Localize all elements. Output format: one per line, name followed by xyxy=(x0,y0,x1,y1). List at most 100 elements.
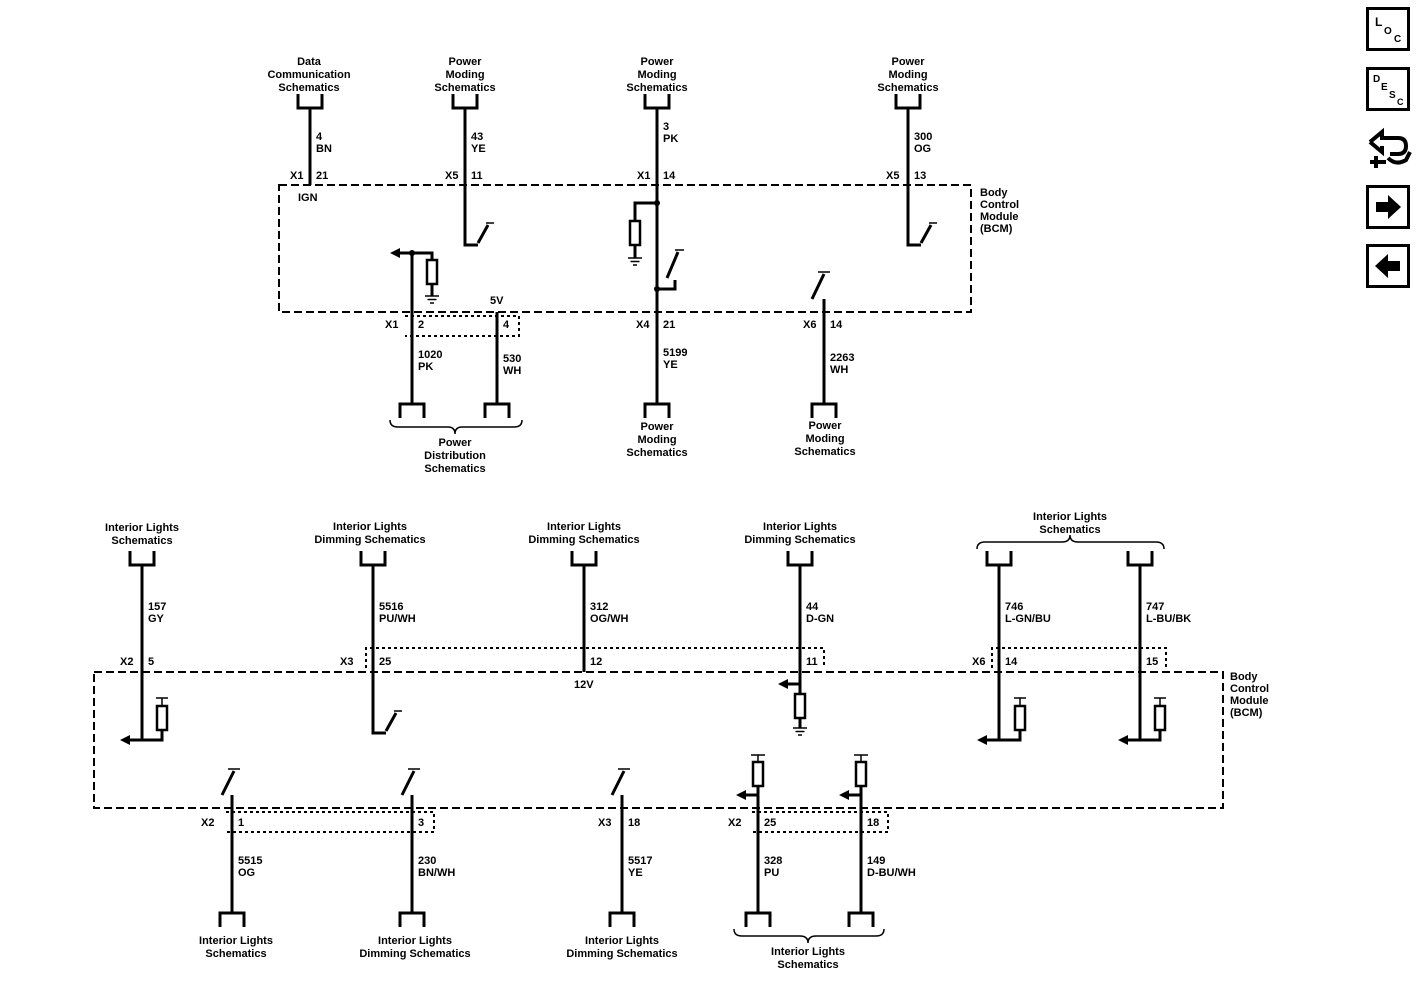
svg-text:S: S xyxy=(1389,90,1396,101)
svg-text:12V: 12V xyxy=(574,679,594,691)
svg-text:X5: X5 xyxy=(445,170,458,182)
bottom-in-dest-2: Interior Lights Dimming Schematics xyxy=(314,521,425,546)
svg-text:X6: X6 xyxy=(803,319,816,331)
svg-text:Power: Power xyxy=(808,420,842,432)
svg-text:(BCM): (BCM) xyxy=(980,223,1013,235)
svg-text:12: 12 xyxy=(590,656,602,668)
bottom-out-wire-4: X2 25 328 PU xyxy=(728,754,782,929)
svg-text:746: 746 xyxy=(1005,601,1023,613)
svg-text:18: 18 xyxy=(628,817,640,829)
svg-text:X4: X4 xyxy=(636,319,650,331)
svg-text:Power: Power xyxy=(448,56,482,68)
svg-text:5516: 5516 xyxy=(379,601,403,613)
svg-text:Schematics: Schematics xyxy=(111,535,172,547)
svg-text:X2: X2 xyxy=(728,817,741,829)
svg-text:X6: X6 xyxy=(972,656,985,668)
connector-route-icon xyxy=(1368,127,1412,168)
svg-text:13: 13 xyxy=(914,170,926,182)
svg-text:L: L xyxy=(1375,15,1382,29)
svg-text:Schematics: Schematics xyxy=(794,446,855,458)
svg-text:OG: OG xyxy=(238,867,255,879)
bottom-in-wire-6: 747 L-BU/BK 15 xyxy=(1118,549,1191,745)
bottom-in-dest-4: Interior Lights Dimming Schematics xyxy=(744,521,855,546)
svg-text:Dimming Schematics: Dimming Schematics xyxy=(744,534,855,546)
bottom-in-dest-1: Interior Lights Schematics xyxy=(105,522,179,547)
svg-text:Interior Lights: Interior Lights xyxy=(771,946,845,958)
svg-text:X3: X3 xyxy=(598,817,611,829)
svg-text:312: 312 xyxy=(590,601,608,613)
top-out-wire-4: X6 14 2263 WH xyxy=(803,271,854,420)
svg-text:Communication: Communication xyxy=(267,69,350,81)
svg-text:L-GN/BU: L-GN/BU xyxy=(1005,613,1051,625)
svg-text:15: 15 xyxy=(1146,656,1158,668)
svg-text:D: D xyxy=(1373,74,1380,85)
svg-text:Interior Lights: Interior Lights xyxy=(585,935,659,947)
top-out-dest-3: Power Moding Schematics xyxy=(794,420,855,458)
bottom-section: Body Control Module (BCM) Interior Light… xyxy=(93,511,1269,971)
svg-text:Interior Lights: Interior Lights xyxy=(199,935,273,947)
bottom-out-wire-5: 18 149 D-BU/WH xyxy=(839,754,916,929)
svg-text:Interior Lights: Interior Lights xyxy=(378,935,452,947)
svg-text:Power: Power xyxy=(640,56,674,68)
svg-text:C: C xyxy=(1397,97,1404,107)
svg-text:Schematics: Schematics xyxy=(424,463,485,475)
svg-text:4: 4 xyxy=(503,319,510,331)
svg-text:530: 530 xyxy=(503,353,521,365)
top-out-wire-3: X4 21 5199 YE xyxy=(636,289,687,420)
svg-text:Body: Body xyxy=(1230,671,1258,683)
arrow-left-icon xyxy=(1375,254,1400,278)
svg-text:BN/WH: BN/WH xyxy=(418,867,455,879)
bottom-in-dest-3: Interior Lights Dimming Schematics xyxy=(528,521,639,546)
svg-text:Data: Data xyxy=(297,56,322,68)
bottom-in-wire-1: 157 GY X2 5 xyxy=(120,549,169,745)
bottom-in-wire-4: 44 D-GN 11 xyxy=(778,549,834,736)
svg-text:Schematics: Schematics xyxy=(278,82,339,94)
arrow-right-icon xyxy=(1376,195,1401,219)
svg-text:2: 2 xyxy=(418,319,424,331)
svg-text:5V: 5V xyxy=(490,295,504,307)
svg-text:43: 43 xyxy=(471,131,483,143)
svg-text:Schematics: Schematics xyxy=(777,959,838,971)
svg-text:25: 25 xyxy=(764,817,776,829)
top-in-wire-3: Power Moding Schematics 3 PK X1 14 xyxy=(626,56,688,292)
svg-text:GY: GY xyxy=(148,613,165,625)
svg-text:14: 14 xyxy=(663,170,676,182)
svg-text:PU/WH: PU/WH xyxy=(379,613,416,625)
svg-text:14: 14 xyxy=(1005,656,1018,668)
svg-text:Moding: Moding xyxy=(805,433,844,445)
svg-text:230: 230 xyxy=(418,855,436,867)
top-out-wire-2: 5V 4 530 WH xyxy=(483,295,521,420)
svg-text:BN: BN xyxy=(316,143,332,155)
bottom-bcm-label: Body Control Module (BCM) xyxy=(1230,671,1269,719)
previous-button[interactable] xyxy=(1366,244,1410,288)
svg-text:Module: Module xyxy=(980,211,1019,223)
svg-text:IGN: IGN xyxy=(298,192,318,204)
top-out-dest-2: Power Moding Schematics xyxy=(626,421,687,459)
top-bcm-label: Body Control Module (BCM) xyxy=(980,187,1019,235)
svg-text:Interior Lights: Interior Lights xyxy=(105,522,179,534)
svg-text:Moding: Moding xyxy=(445,69,484,81)
svg-text:D-GN: D-GN xyxy=(806,613,834,625)
loc-icon: L O C xyxy=(1375,15,1401,45)
svg-text:X5: X5 xyxy=(886,170,899,182)
svg-text:14: 14 xyxy=(830,319,843,331)
svg-text:5: 5 xyxy=(148,656,154,668)
top-out-wire-1: X1 2 1020 PK xyxy=(385,248,442,420)
svg-text:X2: X2 xyxy=(120,656,133,668)
svg-text:E: E xyxy=(1381,82,1388,93)
next-button[interactable] xyxy=(1366,185,1410,229)
svg-text:Body: Body xyxy=(980,187,1008,199)
svg-text:Schematics: Schematics xyxy=(434,82,495,94)
description-button[interactable]: D E S C xyxy=(1366,67,1410,111)
svg-text:Schematics: Schematics xyxy=(1039,524,1100,536)
svg-text:1020: 1020 xyxy=(418,349,442,361)
location-button[interactable]: L O C xyxy=(1366,7,1410,51)
top-out-dest-1: Power Distribution Schematics xyxy=(389,419,523,475)
svg-text:Module: Module xyxy=(1230,695,1269,707)
bottom-out-wire-3: X3 18 5517 YE xyxy=(598,768,652,929)
svg-text:3: 3 xyxy=(418,817,424,829)
svg-text:WH: WH xyxy=(503,365,521,377)
svg-text:Control: Control xyxy=(1230,683,1269,695)
connector-route-button[interactable] xyxy=(1366,124,1414,174)
svg-text:(BCM): (BCM) xyxy=(1230,707,1263,719)
